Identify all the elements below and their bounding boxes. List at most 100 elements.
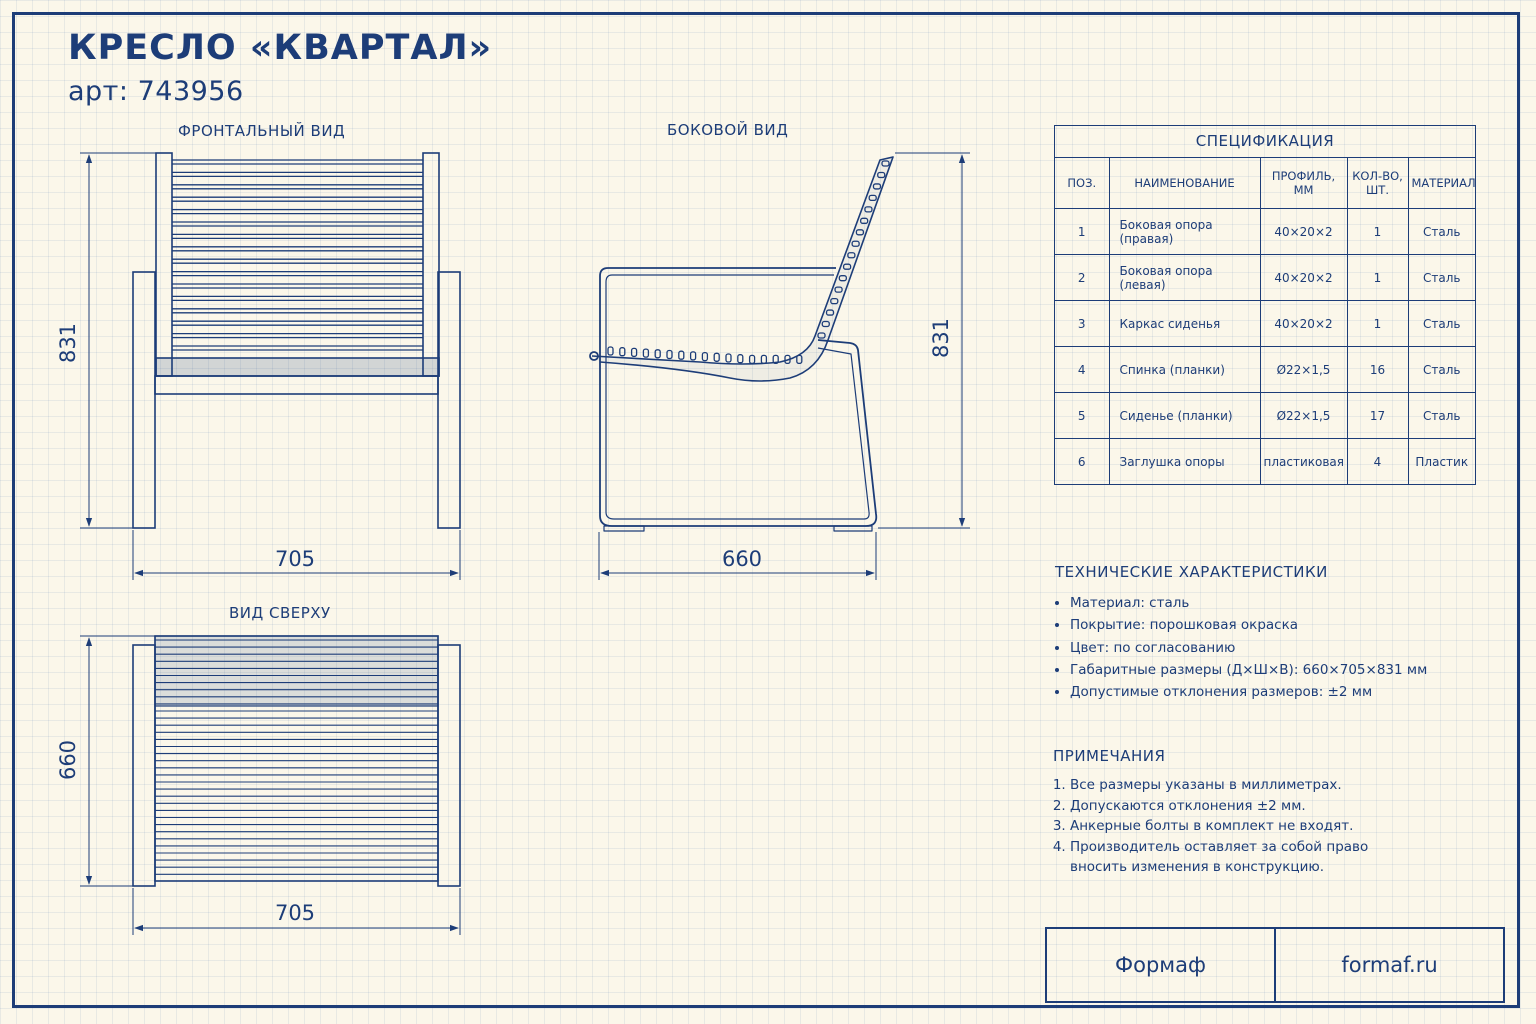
side-seat-slat-end [701,351,709,362]
spec-cell-material: Сталь [1407,208,1475,255]
spec-cell-name: Спинка (планки) [1108,346,1261,393]
drawing-frame [12,12,1520,1008]
front-seat-frame [154,375,439,395]
side-seat-slat-end [619,347,626,357]
side-seat-slat-end [737,354,744,364]
list-item: Производитель оставляет за собой право в… [1070,837,1400,878]
spec-cell-pos: 5 [1055,392,1110,439]
side-seat-slat-end [784,354,791,365]
spec-grid: ПОЗ. НАИМЕНОВАНИЕ ПРОФИЛЬ, ММ КОЛ-ВО, ШТ… [1055,158,1476,484]
side-seat-slat-end [607,346,614,356]
table-row: 4 Спинка (планки) Ø22×1,5 16 Сталь [1055,346,1475,393]
company-name: Формаф [1115,953,1206,977]
drawing-title: КРЕСЛО «КВАРТАЛ» [68,28,493,68]
list-item: Анкерные болты в комплект не входят. [1070,816,1400,837]
side-back-slat-end [877,171,886,179]
front-view [132,152,461,529]
list-item: Все размеры указаны в миллиметрах. [1070,775,1400,796]
side-view-label: БОКОВОЙ ВИД [667,121,789,139]
spec-col-qty: КОЛ-ВО, ШТ. [1346,158,1409,209]
side-front-cap [589,351,599,361]
spec-cell-qty: 1 [1346,300,1409,347]
side-back-slat-end [830,297,839,305]
side-seat-slat-end [630,347,638,358]
side-seat-slat-end [642,348,650,358]
front-seat-edge [155,357,440,377]
front-back-slats [172,159,423,351]
side-back-slat-end [855,229,865,236]
spec-cell-pos: 2 [1055,254,1110,301]
side-back-slat-end [842,263,852,270]
top-back-zone [154,635,439,707]
spec-cell-profile: 40×20×2 [1259,300,1348,347]
top-left-arm [132,644,156,887]
spec-cell-name: Каркас сиденья [1108,300,1261,347]
side-seat-slat-end [689,351,697,361]
spec-cell-name: Боковая опора (левая) [1108,254,1261,301]
spec-col-material: МАТЕРИАЛ [1407,158,1476,209]
top-width-value: 705 [275,901,315,925]
front-width-value: 705 [275,547,315,571]
title-block: Формаф formaf.ru [1045,927,1505,1003]
spec-cell-name: Сиденье (планки) [1108,392,1261,439]
spec-cell-profile: Ø22×1,5 [1259,392,1348,439]
side-back-slat-end [868,194,877,202]
side-seat-slat-end [654,349,661,359]
side-view [589,156,894,532]
spec-cell-pos: 3 [1055,300,1110,347]
side-seat-slat-end [772,354,779,365]
spec-cell-qty: 1 [1346,208,1409,255]
spec-title: СПЕЦИФИКАЦИЯ [1055,126,1475,158]
top-depth-dimension [80,635,155,887]
article-number: арт: 743956 [68,76,244,107]
list-item: Материал: сталь [1070,592,1427,614]
table-row: 5 Сиденье (планки) Ø22×1,5 17 Сталь [1055,392,1475,439]
spec-cell-material: Пластик [1407,438,1475,484]
table-row: 6 Заглушка опоры пластиковая 4 Пластик [1055,438,1475,484]
spec-col-profile: ПРОФИЛЬ, ММ [1259,158,1348,209]
side-back-slat-end [838,275,847,282]
side-back-slat-end [821,320,830,328]
side-seat-slat-end [713,352,720,362]
front-height-dimension [80,152,160,529]
table-row: 1 Боковая опора (правая) 40×20×2 1 Сталь [1055,208,1475,255]
front-left-leg [132,271,156,529]
top-view-label: ВИД СВЕРХУ [229,604,331,622]
side-seat-slat-end [725,353,732,363]
list-item: Допустимые отклонения размеров: ±2 мм [1070,681,1427,703]
list-item: Допускаются отклонения ±2 мм. [1070,796,1400,817]
side-seat-back-profile [591,156,894,382]
spec-cell-profile: 40×20×2 [1259,208,1348,255]
front-view-label: ФРОНТАЛЬНЫЙ ВИД [178,122,346,140]
front-right-back-post [422,152,440,377]
company-website: formaf.ru [1274,929,1503,1001]
side-back-slat-end [834,286,843,293]
notes-title: ПРИМЕЧАНИЯ [1053,747,1166,765]
spec-col-pos: ПОЗ. [1055,158,1110,209]
side-height-dimension [878,152,970,529]
side-back-slat-end [851,240,860,247]
top-slats [155,639,438,875]
top-right-arm [437,644,461,887]
list-item: Габаритные размеры (Д×Ш×В): 660×705×831 … [1070,659,1427,681]
list-item: Цвет: по согласованию [1070,637,1427,659]
side-seat-slat-end [748,354,756,365]
side-rear-foot [833,525,873,532]
side-back-slat-end [872,183,882,190]
list-item: Покрытие: порошковая окраска [1070,614,1427,636]
spec-cell-profile: пластиковая [1259,438,1348,484]
side-back-slat-end [881,160,890,167]
side-height-value: 831 [929,318,953,358]
side-inner-frame [605,274,870,520]
characteristics-title: ТЕХНИЧЕСКИЕ ХАРАКТЕРИСТИКИ [1055,563,1328,581]
side-depth-dimension [598,532,877,580]
side-back-slat-end [860,217,869,224]
side-front-foot [603,525,645,532]
characteristics-list: Материал: сталь Покрытие: порошковая окр… [1052,592,1427,703]
spec-cell-material: Сталь [1407,300,1475,347]
top-width-dimension [132,888,461,935]
spec-cell-qty: 4 [1346,438,1409,484]
side-seat-slat-end [678,350,685,360]
side-back-slat-end [864,206,873,213]
